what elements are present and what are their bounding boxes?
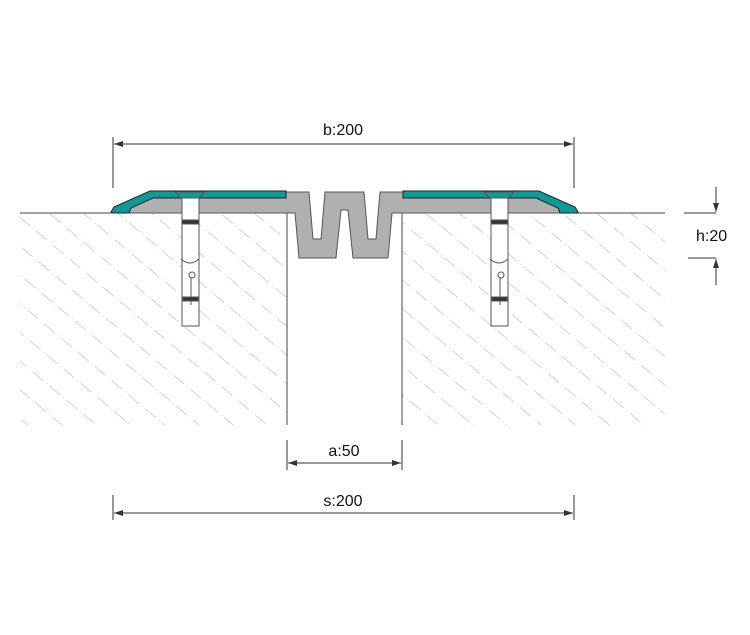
cover-strip-left (110, 190, 287, 214)
dimension-h: h:20 (684, 187, 727, 285)
dimension-s-label: s:200 (323, 493, 362, 510)
anchor-bolt-left (173, 191, 207, 327)
dimension-h-label: h:20 (696, 228, 727, 245)
joint-profile-body (122, 191, 567, 259)
dimension-s: s:200 (112, 493, 575, 520)
dimension-b: b:200 (112, 122, 575, 188)
dimension-a-label: a:50 (328, 443, 359, 460)
dimension-a: a:50 (286, 440, 403, 470)
concrete-substrate-right (401, 212, 665, 425)
anchor-bolt-right (482, 191, 516, 327)
concrete-substrate-left (20, 212, 288, 425)
dimension-b-label: b:200 (323, 122, 363, 139)
cover-strip-right (402, 190, 579, 214)
